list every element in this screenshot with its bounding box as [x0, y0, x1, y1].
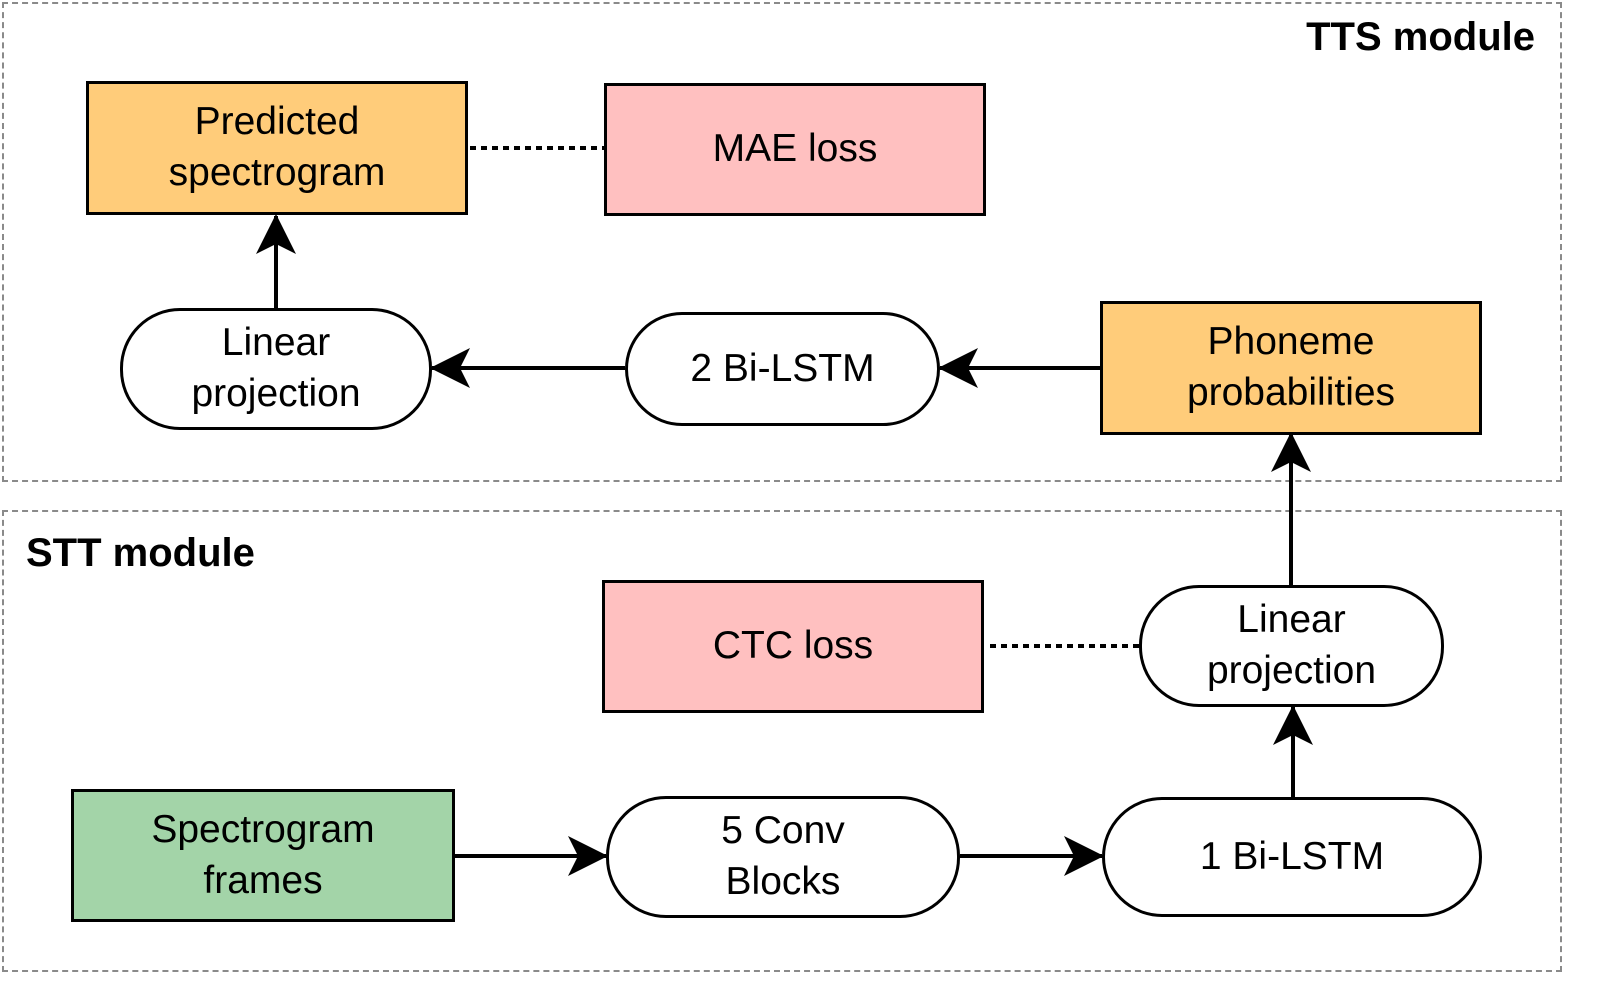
bilstm-2-label: 2 Bi-LSTM: [690, 346, 875, 390]
spectrogram-frames-box: Spectrogram frames: [71, 789, 455, 922]
spectrogram-frames-line-1: Spectrogram: [151, 807, 375, 851]
conv-blocks-line-1: 5 Conv: [721, 809, 845, 853]
spectrogram-frames-line-2: frames: [203, 858, 323, 902]
predicted-spectrogram-line-1: Predicted: [194, 100, 360, 144]
stt-module-box: [2, 510, 1562, 972]
conv-blocks-line-2: Blocks: [725, 860, 841, 903]
linear-projection-stt-line-2: projection: [1206, 649, 1377, 692]
predicted-spectrogram-box: Predicted spectrogram: [86, 81, 468, 215]
bilstm-1-node: 1 Bi-LSTM: [1102, 797, 1482, 917]
tts-module-box: [2, 2, 1562, 482]
phoneme-probabilities-line-2: probabilities: [1186, 371, 1396, 414]
conv-blocks-node: 5 Conv Blocks: [606, 796, 960, 918]
linear-projection-tts-node: Linear projection: [120, 308, 432, 430]
linear-projection-tts-line-1: Linear: [221, 321, 331, 365]
bilstm-1-label: 1 Bi-LSTM: [1199, 834, 1385, 878]
tts-module-title: TTS module: [1306, 15, 1535, 59]
linear-projection-tts-line-2: projection: [191, 372, 361, 415]
mae-loss-label: MAE loss: [712, 127, 878, 171]
stt-module-title: STT module: [26, 531, 255, 575]
ctc-loss-box: CTC loss: [602, 580, 984, 713]
ctc-loss-label: CTC loss: [712, 624, 874, 668]
mae-loss-box: MAE loss: [604, 83, 986, 216]
linear-projection-stt-line-1: Linear: [1237, 598, 1346, 642]
predicted-spectrogram-line-2: spectrogram: [168, 151, 386, 194]
bilstm-2-node: 2 Bi-LSTM: [625, 312, 940, 426]
phoneme-probabilities-box: Phoneme probabilities: [1100, 301, 1482, 435]
phoneme-probabilities-line-1: Phoneme: [1207, 320, 1375, 364]
linear-projection-stt-node: Linear projection: [1139, 585, 1444, 707]
